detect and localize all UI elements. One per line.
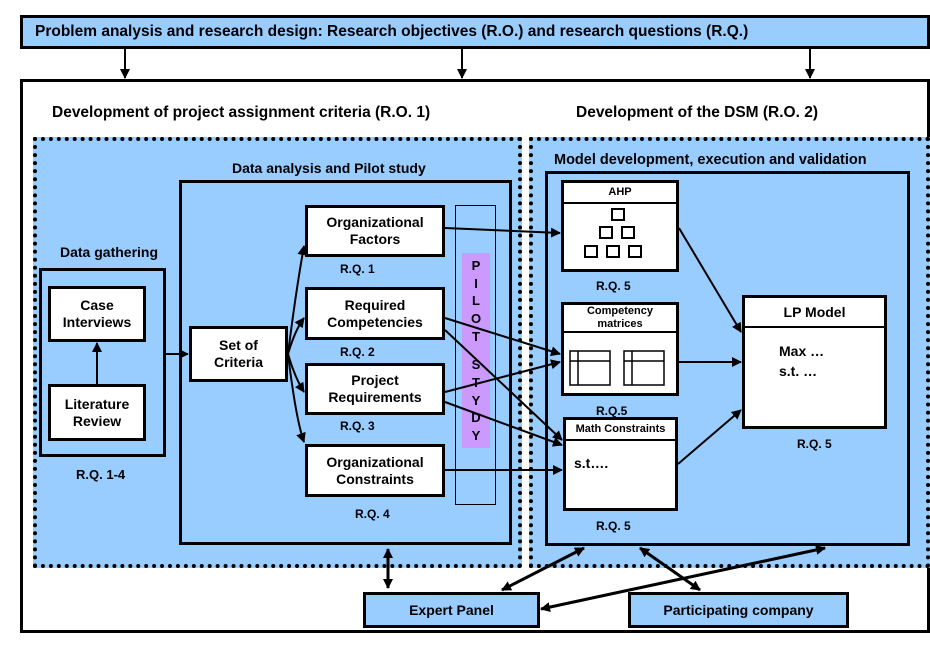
header-title: Problem analysis and research design: Re… [35, 23, 749, 40]
lp-rq: R.Q. 5 [797, 437, 832, 451]
matrix-icon [569, 350, 665, 386]
competency-title-bar: Competency matrices [564, 305, 676, 333]
right-section-title: Development of the DSM (R.O. 2) [576, 104, 818, 121]
header-banner: Problem analysis and research design: Re… [20, 15, 930, 49]
ahp-title: AHP [608, 186, 632, 198]
case-interviews-box: Case Interviews [48, 286, 146, 342]
lp-line2: s.t. … [779, 363, 818, 379]
factor2-to-competency-arrow [444, 317, 561, 357]
math-title-bar: Math Constraints [566, 420, 675, 441]
literature-review-box: Literature Review [48, 384, 146, 441]
organizational-factors-box: Organizational Factors [305, 205, 445, 257]
math-body: s.t…. [574, 455, 609, 471]
pilot-letter: L [472, 293, 480, 309]
data-gathering-rq: R.Q. 1-4 [76, 467, 126, 482]
criteria-to-factor1-arrow [287, 245, 308, 355]
model-dev-title: Model development, execution and validat… [554, 152, 867, 168]
pilot-letter: D [471, 410, 481, 426]
pilot-letter: Y [471, 427, 481, 443]
rq-4: R.Q. 4 [355, 507, 390, 521]
pilot-study-column [455, 205, 496, 505]
expert-to-model-arrow [501, 546, 585, 592]
pilot-letter: T [472, 328, 480, 344]
project-requirements-line1: Project [351, 372, 399, 389]
competency-matrices-box: Competency matrices [561, 302, 679, 396]
rq-2: R.Q. 2 [340, 345, 375, 359]
case-interviews-line1: Case [80, 297, 114, 314]
math-title: Math Constraints [575, 423, 666, 435]
lp-line1: Max … [779, 343, 825, 359]
organizational-factors-line1: Organizational [326, 214, 424, 231]
organizational-constraints-line2: Constraints [336, 470, 414, 487]
case-interviews-line2: Interviews [62, 314, 132, 330]
criteria-to-factor2-arrow [287, 317, 305, 355]
competency-title-line1: Competency [586, 305, 654, 317]
pilot-letter: P [471, 258, 481, 273]
data-gathering-title: Data gathering [60, 244, 159, 260]
ahp-box: AHP [561, 180, 679, 272]
data-gathering-frame [39, 268, 166, 457]
factor3-to-competency-arrow [444, 359, 561, 393]
math-to-lp-arrow [677, 409, 742, 465]
lp-title-bar: LP Model [745, 298, 884, 328]
factor2-to-math-arrow [444, 329, 563, 441]
required-competencies-line2: Competencies [327, 313, 423, 330]
lp-model-box: LP Model Max … s.t. … [742, 295, 887, 429]
literature-review-line2: Review [72, 412, 122, 429]
company-to-model-arrow [639, 546, 701, 592]
criteria-to-factor4-arrow [287, 353, 306, 443]
ahp-rq: R.Q. 5 [596, 279, 631, 293]
pilot-letter: Y [471, 392, 481, 408]
project-requirements-box: Project Requirements [305, 363, 445, 415]
expert-panel-box: Expert Panel [363, 592, 540, 628]
literature-review-line1: Literature [64, 395, 130, 412]
set-of-criteria-box: Set of Criteria [189, 326, 288, 382]
competency-rq: R.Q.5 [596, 404, 628, 418]
lp-title: LP Model [783, 304, 846, 320]
math-constraints-box: Math Constraints s.t…. [563, 417, 678, 511]
factor1-to-ahp-arrow [444, 227, 561, 238]
data-analysis-title: Data analysis and Pilot study [232, 160, 426, 176]
pilot-letter: I [474, 275, 478, 291]
pilot-letter: O [470, 311, 482, 327]
math-rq: R.Q. 5 [596, 519, 631, 533]
required-competencies-box: Required Competencies [305, 287, 445, 340]
factor3-to-math-arrow [444, 401, 563, 447]
organizational-constraints-line1: Organizational [326, 453, 424, 470]
data-analysis-frame [179, 180, 512, 545]
model-dev-frame [545, 171, 910, 546]
rq-1: R.Q. 1 [340, 262, 375, 276]
left-section-title: Development of project assignment criter… [52, 104, 431, 121]
competency-title-line2: matrices [597, 318, 643, 330]
pilot-letter: T [472, 374, 480, 390]
required-competencies-line1: Required [344, 296, 406, 313]
project-requirements-line2: Requirements [328, 389, 422, 405]
organizational-factors-line2: Factors [349, 231, 401, 247]
set-of-criteria-line1: Set of [219, 337, 258, 354]
organizational-constraints-box: Organizational Constraints [305, 444, 445, 497]
expert-panel-label: Expert Panel [409, 601, 494, 618]
ahp-title-bar: AHP [564, 183, 676, 204]
set-of-criteria-line2: Criteria [213, 354, 264, 370]
ahp-to-lp-arrow [678, 227, 742, 333]
hierarchy-icon [584, 208, 642, 258]
pilot-letter: S [471, 357, 481, 373]
rq-3: R.Q. 3 [340, 419, 375, 433]
